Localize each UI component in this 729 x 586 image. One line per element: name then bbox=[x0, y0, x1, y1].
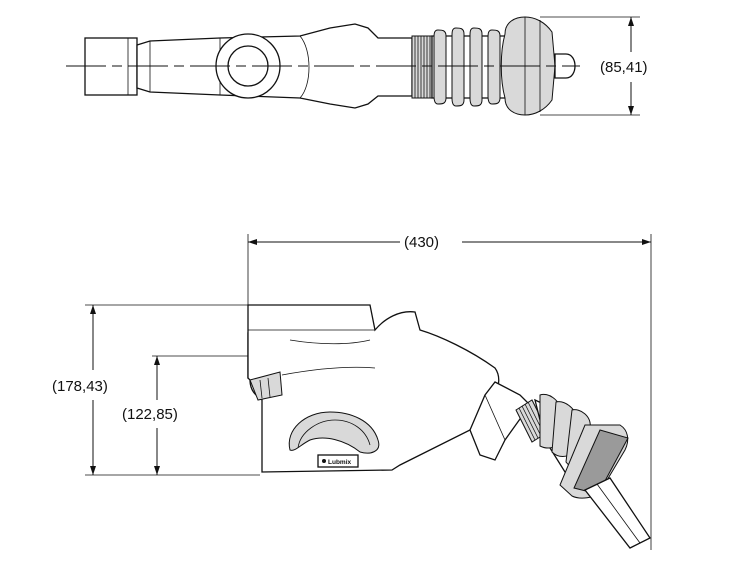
side-hose bbox=[583, 477, 651, 549]
side-brand-plate bbox=[317, 454, 359, 468]
top-bellows bbox=[431, 27, 511, 107]
dim-spout-height: (122,85) bbox=[122, 406, 178, 423]
side-view bbox=[85, 234, 652, 550]
top-view bbox=[66, 16, 640, 116]
dim-overall-length: (430) bbox=[404, 234, 439, 251]
dim-top-height: (85,41) bbox=[600, 59, 648, 76]
side-guard-ribs bbox=[249, 371, 283, 401]
brand-label: Lubmix bbox=[328, 459, 351, 466]
dim-total-height: (178,43) bbox=[52, 378, 108, 395]
side-trigger-window bbox=[288, 411, 380, 454]
